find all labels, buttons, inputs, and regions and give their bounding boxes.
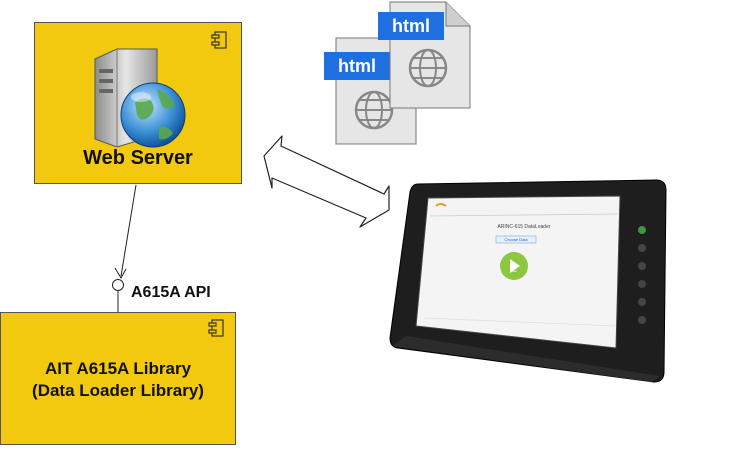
tablet-device: ARINC-615 DataLoader Choose Data Start bbox=[388, 176, 670, 386]
server-globe-icon bbox=[87, 43, 197, 153]
dependency-arrowhead bbox=[115, 268, 126, 278]
html-tag: html bbox=[378, 12, 444, 40]
interface-lollipop bbox=[113, 280, 124, 291]
library-label-line1: AIT A615A Library bbox=[1, 359, 235, 379]
interface-label: A615A API bbox=[131, 284, 211, 302]
tablet-play-label: Start bbox=[504, 269, 524, 273]
tablet-choose-button: Choose Data bbox=[496, 237, 536, 242]
web-server-label: Web Server bbox=[35, 147, 241, 170]
tablet-app-title: ARINC-615 DataLoader bbox=[484, 224, 564, 230]
library-label-line2: (Data Loader Library) bbox=[1, 381, 235, 401]
html-document-front: html bbox=[384, 0, 474, 110]
bidirectional-arrow-icon bbox=[264, 136, 389, 227]
html-tag: html bbox=[324, 52, 390, 80]
library-component: AIT A615A Library (Data Loader Library) bbox=[0, 312, 236, 445]
tablet-body bbox=[388, 176, 670, 386]
dependency-line bbox=[121, 185, 136, 276]
component-icon bbox=[211, 31, 227, 49]
component-icon bbox=[208, 319, 224, 337]
web-server-component: Web Server bbox=[34, 22, 242, 184]
